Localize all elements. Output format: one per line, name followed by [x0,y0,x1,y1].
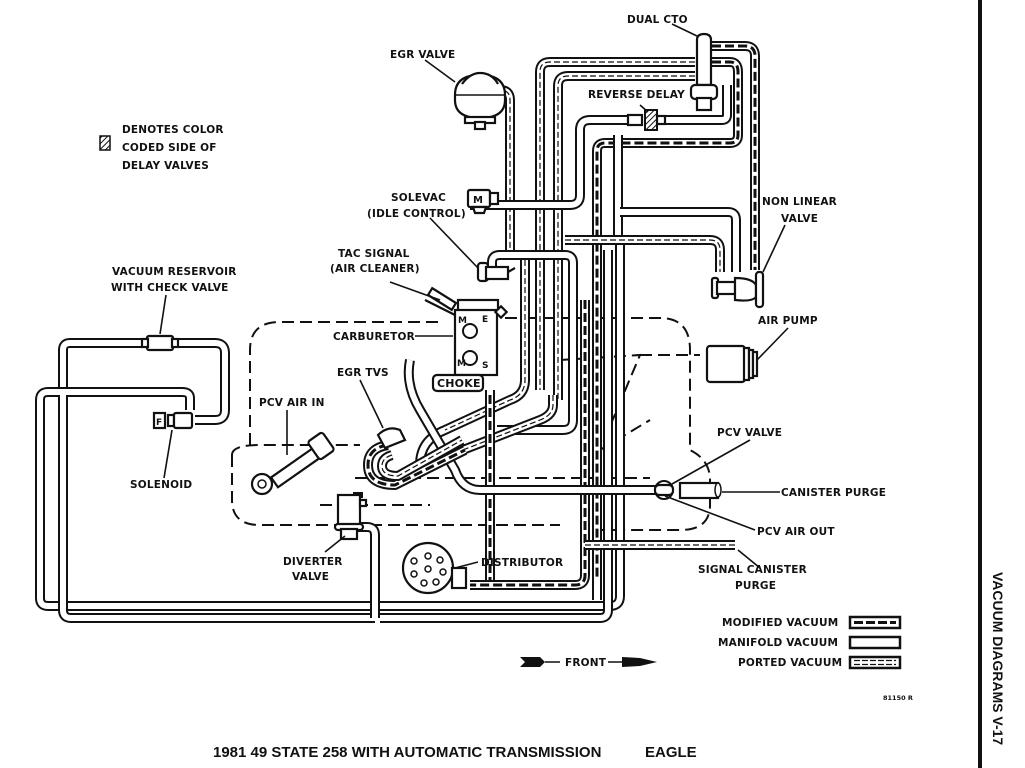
label-air-pump: AIR PUMP [758,315,818,327]
note-line1: DENOTES COLOR [122,124,224,136]
page-title: 1981 49 STATE 258 WITH AUTOMATIC TRANSMI… [213,744,601,761]
label-non-linear-valve: VALVE [781,213,818,225]
front-indicator: FRONT [520,657,657,669]
label-canister-purge: CANISTER PURGE [781,487,886,499]
solenoid-f-mark: F [156,418,162,428]
label-solenoid: SOLENOID [130,479,192,491]
non-linear-valve [710,270,765,309]
solenoid: F [152,411,194,430]
label-idle-control: (IDLE CONTROL) [367,208,466,220]
pcv-air-in [250,431,335,496]
solevac: M [466,188,500,215]
tac-signal-valve [476,261,516,283]
label-egr-tvs: EGR TVS [337,367,389,379]
legend-manifold-label: MANIFOLD VACUUM [718,637,838,649]
front-arrow-tail-icon [520,657,545,667]
label-carburetor: CARBURETOR [333,331,415,343]
label-pcv-air-in: PCV AIR IN [259,397,325,409]
side-rule [978,0,982,768]
label-vacuum-reservoir: VACUUM RESERVOIR [112,266,237,278]
carb-port-m: M [458,316,467,326]
label-solevac: SOLEVAC [391,192,446,204]
egr-tvs-hose [363,435,468,490]
air-pump [705,344,759,384]
label-pcv-valve: PCV VALVE [717,427,782,439]
side-tab-label: VACUUM DIAGRAMS V-17 [990,572,1006,745]
carb-port-s: S [482,361,489,371]
distributor [401,541,468,595]
labels: DUAL CTO EGR VALVE REVERSE DELAY DENOTES… [111,14,886,592]
solevac-m-mark: M [473,195,483,206]
model-name: EAGLE [645,744,697,761]
label-signal-canister: SIGNAL CANISTER [698,564,807,576]
reverse-delay-valve [626,109,667,131]
egr-valve [453,71,507,131]
vacuum-reservoir [140,334,180,352]
carb-port-m2: M [457,359,466,369]
legend-modified-label: MODIFIED VACUUM [722,617,838,629]
label-pcv-air-out: PCV AIR OUT [757,526,835,538]
label-non-linear: NON LINEAR [762,196,837,208]
egr-tvs [376,427,407,450]
legend: MODIFIED VACUUM MANIFOLD VACUUM PORTED V… [718,615,902,670]
label-signal-canister-purge: PURGE [735,580,776,592]
figure-code: 81150 R [883,694,913,702]
label-check-valve: WITH CHECK VALVE [111,282,229,294]
carburetor: M E M S CHOKE [424,286,509,393]
leader-arrows [159,23,789,569]
dual-cto [689,32,719,112]
note-line3: DELAY VALVES [122,160,209,172]
label-air-cleaner: (AIR CLEANER) [330,263,420,275]
carb-port-e: E [482,315,488,325]
left-hoses [35,240,625,623]
color-coded-swatch [99,135,111,151]
front-label: FRONT [565,657,607,669]
pcv-valve [653,480,722,500]
choke-label: CHOKE [437,377,481,390]
label-diverter-valve: VALVE [292,571,329,583]
label-tac-signal: TAC SIGNAL [338,248,410,260]
label-egr-valve: EGR VALVE [390,49,455,61]
legend-ported-label: PORTED VACUUM [738,657,842,669]
note-line2: CODED SIDE OF [122,142,217,154]
label-dual-cto: DUAL CTO [627,14,688,26]
front-arrow-head-icon [622,657,657,667]
diverter-valve [333,493,368,541]
legend-manifold-swatch [848,635,902,650]
label-distributor: DISTRIBUTOR [481,557,563,569]
label-diverter: DIVERTER [283,556,343,568]
label-reverse-delay: REVERSE DELAY [588,89,685,101]
legend-ported-swatch [848,655,902,670]
